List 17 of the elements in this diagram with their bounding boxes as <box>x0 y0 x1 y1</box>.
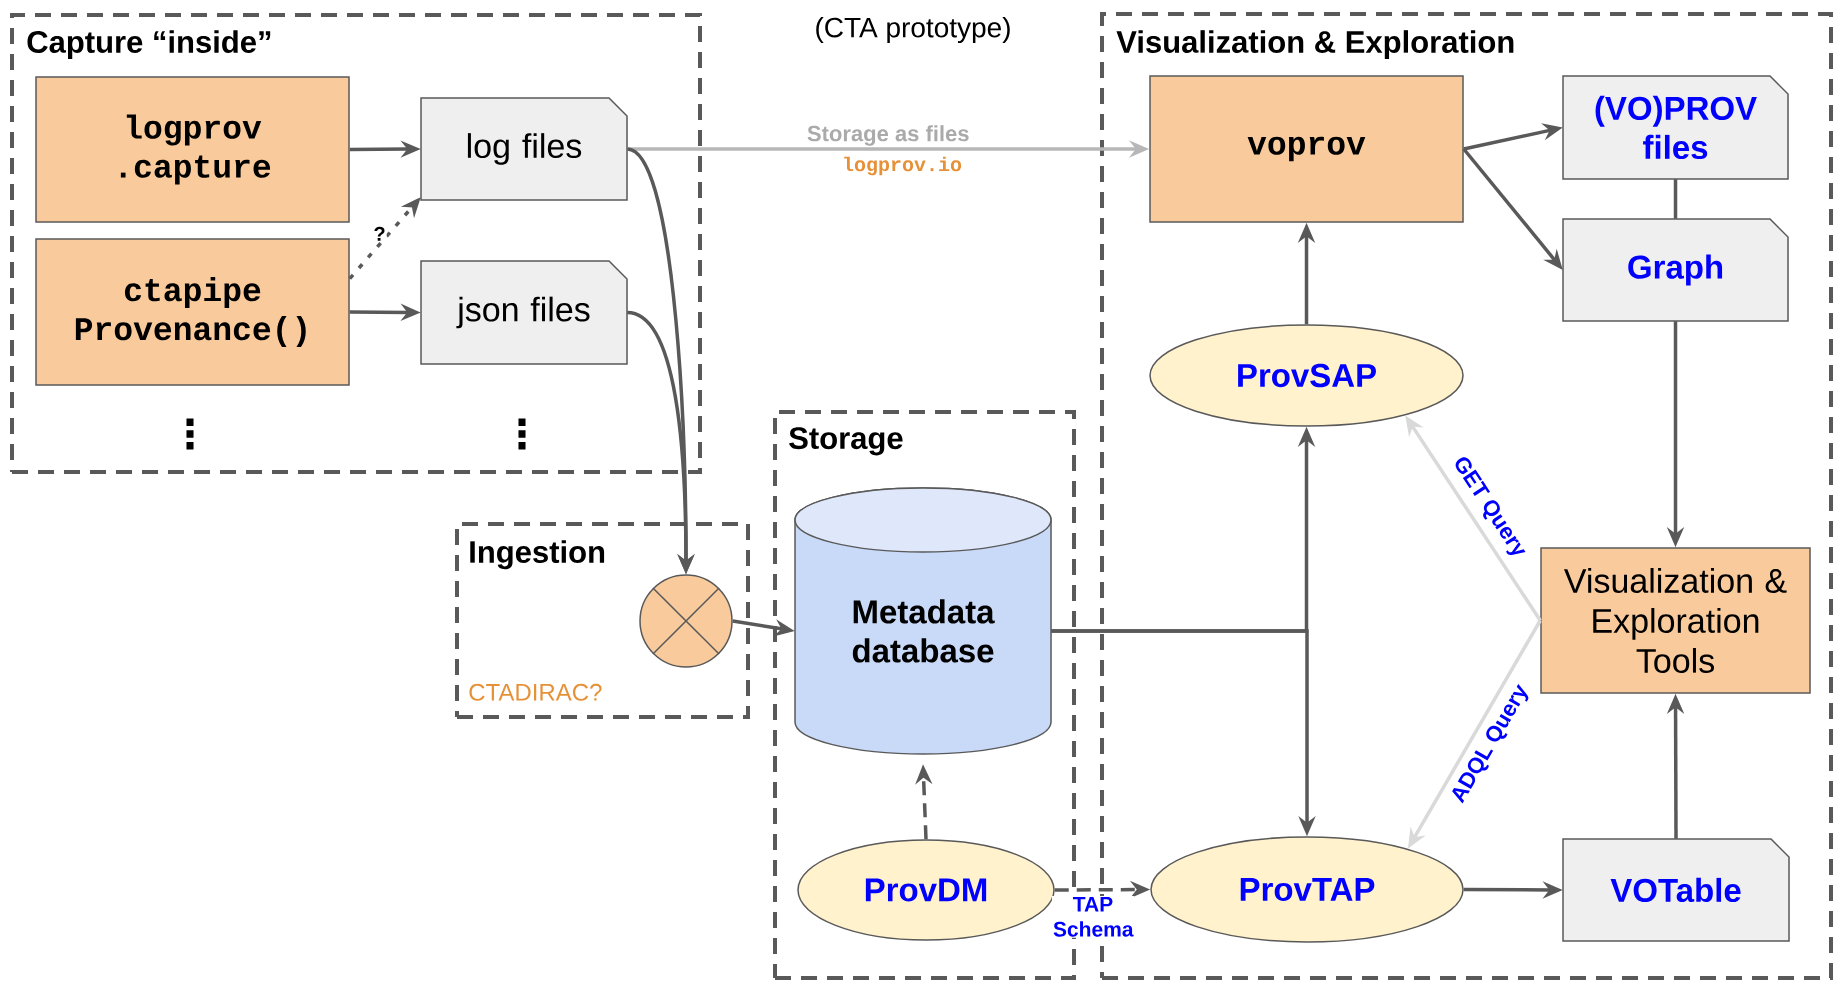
ellipsis-mark: ⋮ <box>518 418 526 450</box>
process-box: voprov <box>1149 75 1464 223</box>
note-text: (CTA prototype) <box>816 16 1010 44</box>
process-box: ctapipe Provenance() <box>35 238 350 386</box>
code-label: logprov.io <box>844 156 962 176</box>
process-box: Visualization & Exploration Tools <box>1540 547 1811 694</box>
ellipse-node: ProvDM <box>797 839 1055 941</box>
edge-label: ? <box>372 225 387 242</box>
ellipse-node: ProvSAP <box>1149 324 1464 427</box>
dashed-group-frame: Ingestion CTADIRAC? <box>455 522 750 719</box>
process-box: logprov .capture <box>35 76 350 223</box>
database-cylinder: Metadata database <box>794 487 1052 755</box>
ellipse-node: ProvTAP <box>1150 836 1464 943</box>
edge-label: TAP Schema <box>1051 896 1134 938</box>
edge-label: Storage as files <box>805 124 971 147</box>
merge-circle <box>639 574 733 668</box>
connector-line <box>1673 179 1678 219</box>
